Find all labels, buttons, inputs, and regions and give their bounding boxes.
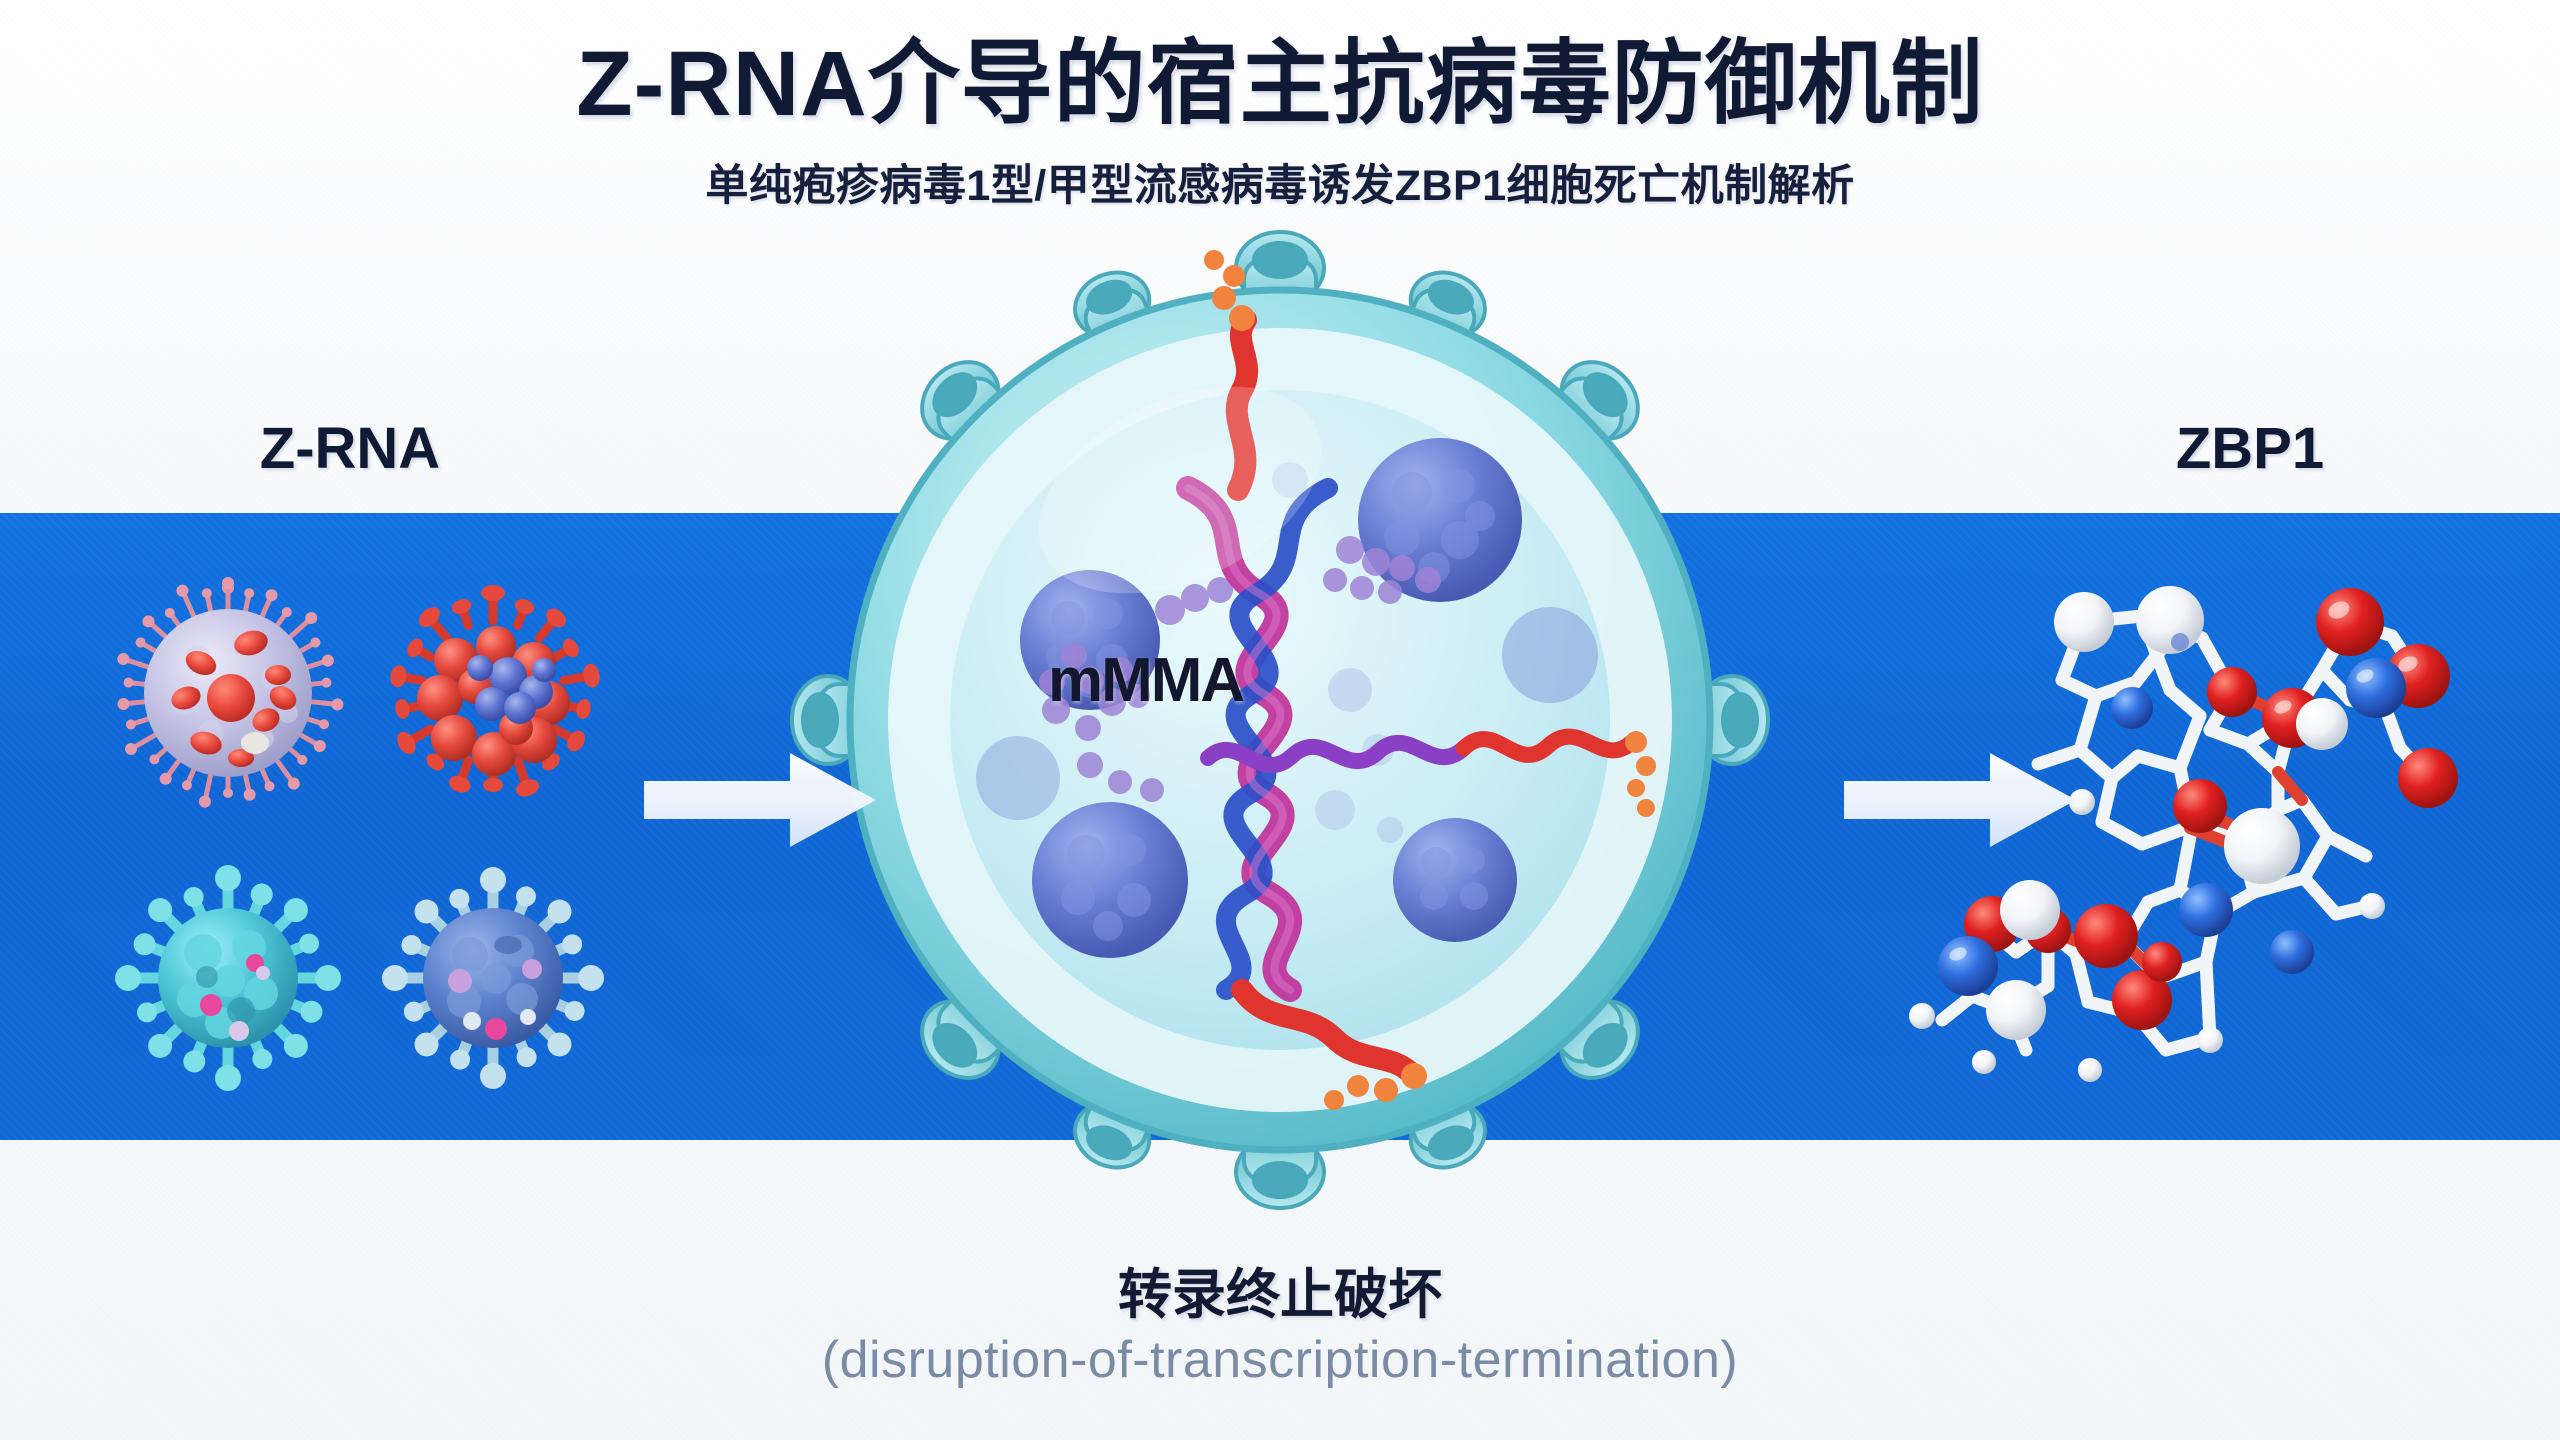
rna-orange-tail-bottom [1324, 1063, 1427, 1110]
rna-double-helix [1176, 476, 1338, 1002]
mrna-strand [1200, 728, 1640, 774]
rna-orange-tail-top [1204, 250, 1255, 331]
caption-chinese: 转录终止破坏 [1118, 1265, 1442, 1325]
lumen-sheen [1038, 386, 1322, 594]
virus-cell-4 [360, 835, 625, 1120]
ribosome-chains [1039, 536, 1441, 802]
virus-cell-1 [95, 550, 360, 835]
header: Z-RNA介导的宿主抗病毒防御机制 单纯疱疹病毒1型/甲型流感病毒诱发ZBP1细… [0, 0, 2560, 213]
molecular-atoms [1909, 586, 2458, 1082]
virion-cyan-spiked-icon [114, 864, 341, 1091]
atom-highlights [1949, 601, 2418, 961]
caption-english: (disruption-of-transcription-termination… [821, 1331, 1739, 1389]
page-subtitle: 单纯疱疹病毒1型/甲型流感病毒诱发ZBP1细胞死亡机制解析 [705, 161, 1855, 210]
virus-cell-2 [360, 550, 625, 835]
central-cell-illustration: mMMA [790, 190, 1770, 1250]
rna-red-strand-top [1225, 309, 1259, 501]
virus-particle-grid [95, 550, 625, 1120]
virion-blue-spiked-icon [381, 866, 604, 1089]
right-arrow-icon [644, 753, 876, 847]
cell-svg [790, 230, 1770, 1210]
arrow-cell-to-zbp1 [1844, 753, 2076, 847]
virion-lavender-spiked-icon [116, 576, 343, 808]
right-arrow-icon [1844, 753, 2076, 847]
page-title: Z-RNA介导的宿主抗病毒防御机制 [576, 33, 1984, 135]
mrna-orange-tail [1625, 731, 1656, 817]
virion-red-clustered-icon [389, 584, 600, 796]
label-z-rna: Z-RNA [259, 416, 441, 481]
zbp1-molecule-illustration [1880, 510, 2460, 1090]
mrna-label: mMMA [1048, 646, 1245, 715]
rna-red-strand-bottom [1231, 979, 1423, 1085]
arrow-z-rna-to-cell [644, 753, 876, 847]
label-zbp1: ZBP1 [2175, 416, 2325, 481]
virus-cell-3 [95, 835, 360, 1120]
molecule-svg [1909, 586, 2458, 1082]
